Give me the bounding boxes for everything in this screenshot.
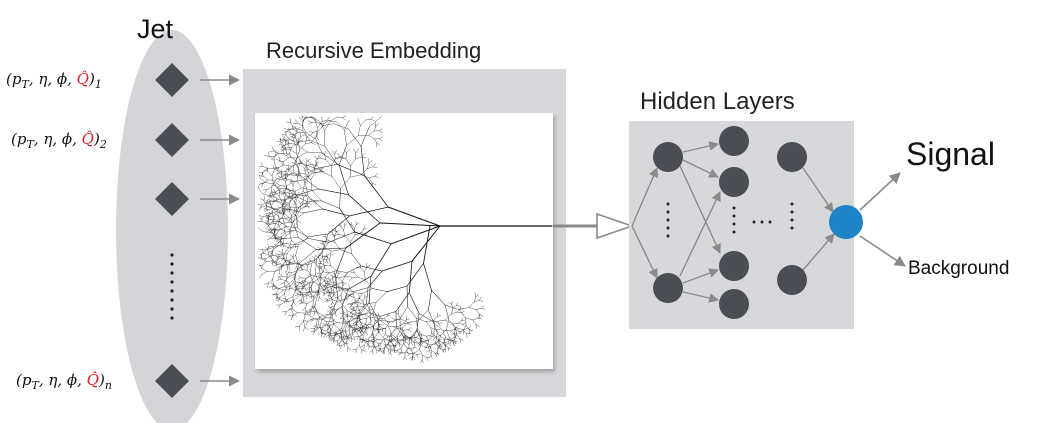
hidden-ellipsis-dots <box>666 202 794 238</box>
embedding-output-arrow <box>553 212 635 240</box>
diamond-node-icon <box>155 182 189 216</box>
background-label: Background <box>908 258 1010 279</box>
circle-node-icon <box>777 265 807 295</box>
circle-node-icon <box>719 126 749 156</box>
input-label-2: (pT, η, ϕ, Q̂)2 <box>11 130 107 151</box>
input-label-n: (pT, η, ϕ, Q̂)n <box>16 371 112 392</box>
input-nodes <box>155 63 189 398</box>
circle-node-icon <box>719 167 749 197</box>
input-arrows <box>200 74 241 387</box>
circle-node-icon <box>653 142 683 172</box>
recursive-embedding-title: Recursive Embedding <box>266 38 482 63</box>
output-node-icon <box>829 205 863 239</box>
recursive-tree-icon <box>257 115 553 364</box>
jet-ellipsis-dots <box>170 253 174 320</box>
diamond-node-icon <box>155 63 189 97</box>
jet-title: Jet <box>137 14 174 44</box>
jet-ellipse <box>116 30 228 423</box>
circle-node-icon <box>653 273 683 303</box>
circle-node-icon <box>777 142 807 172</box>
circle-node-icon <box>719 251 749 281</box>
input-label-1: (pT, η, ϕ, Q̂)1 <box>6 70 102 91</box>
hidden-nodes <box>653 126 807 319</box>
signal-label: Signal <box>906 136 995 172</box>
circle-node-icon <box>719 289 749 319</box>
diamond-node-icon <box>155 123 189 157</box>
output-arrows <box>859 172 906 267</box>
hidden-layers-title: Hidden Layers <box>640 88 795 115</box>
hidden-connections <box>631 141 835 303</box>
